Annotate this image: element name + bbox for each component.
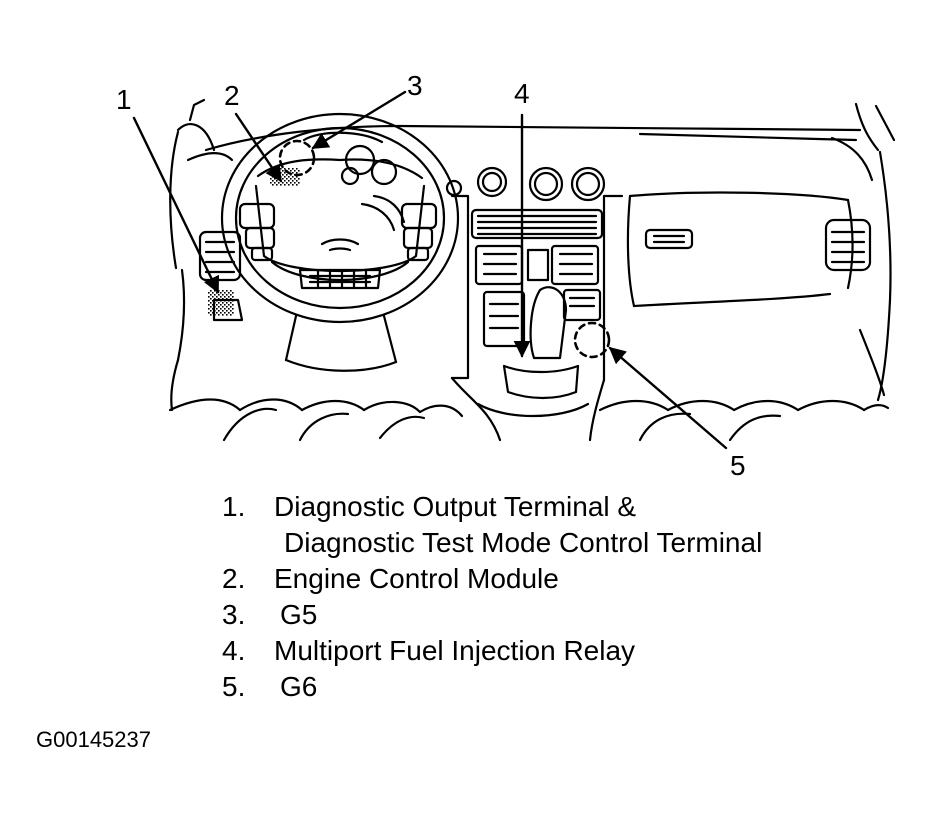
callout-3: 3 [407,70,423,101]
legend-item-text: Diagnostic Output Terminal & [274,491,637,522]
legend-item-number: 4. [222,635,246,666]
legend-item-text: G6 [280,671,318,702]
wheel-switches [238,202,438,262]
diagnostic-terminal-shading [208,290,234,316]
legend-item: 4. Multiport Fuel Injection Relay [222,633,762,669]
callout-2: 2 [224,80,240,111]
legend-item: 3. G5 [222,597,762,633]
legend-item: 5. G6 [222,669,762,705]
legend-item-continuation: Diagnostic Test Mode Control Terminal [284,527,763,558]
figure-id: G00145237 [36,727,151,752]
right-a-pillar [854,102,896,402]
legend-item-number: 3. [222,599,246,630]
legend-item-number: 5. [222,671,246,702]
dashboard-top [186,124,874,182]
legend-item-number: 2. [222,563,246,594]
lower-trim [168,398,890,442]
callout-3-leader [311,90,407,150]
steering-column [284,314,398,372]
g5-location-marker [278,139,316,177]
legend-item: 2. Engine Control Module [222,561,762,597]
callout-1: 1 [116,84,132,115]
legend-item: 1. Diagnostic Output Terminal & Diagnost… [222,489,762,561]
callout-1-leader [132,116,220,294]
callout-4: 4 [514,78,530,109]
right-air-vent [824,218,872,272]
legend-item-text: Multiport Fuel Injection Relay [274,635,636,666]
legend: 1. Diagnostic Output Terminal & Diagnost… [222,489,762,705]
center-stack [445,166,624,442]
legend-item-text: G5 [280,599,318,630]
legend-item-number: 1. [222,491,246,522]
dashboard-illustration [132,90,896,450]
instrument-cluster [302,131,406,232]
left-a-pillar [169,98,216,270]
callout-2-leader [234,112,283,183]
legend-item-text: Engine Control Module [274,563,559,594]
g6-location-marker [573,321,611,359]
callout-5: 5 [730,450,746,481]
glove-box [626,191,854,308]
callout-5-leader [608,346,728,450]
